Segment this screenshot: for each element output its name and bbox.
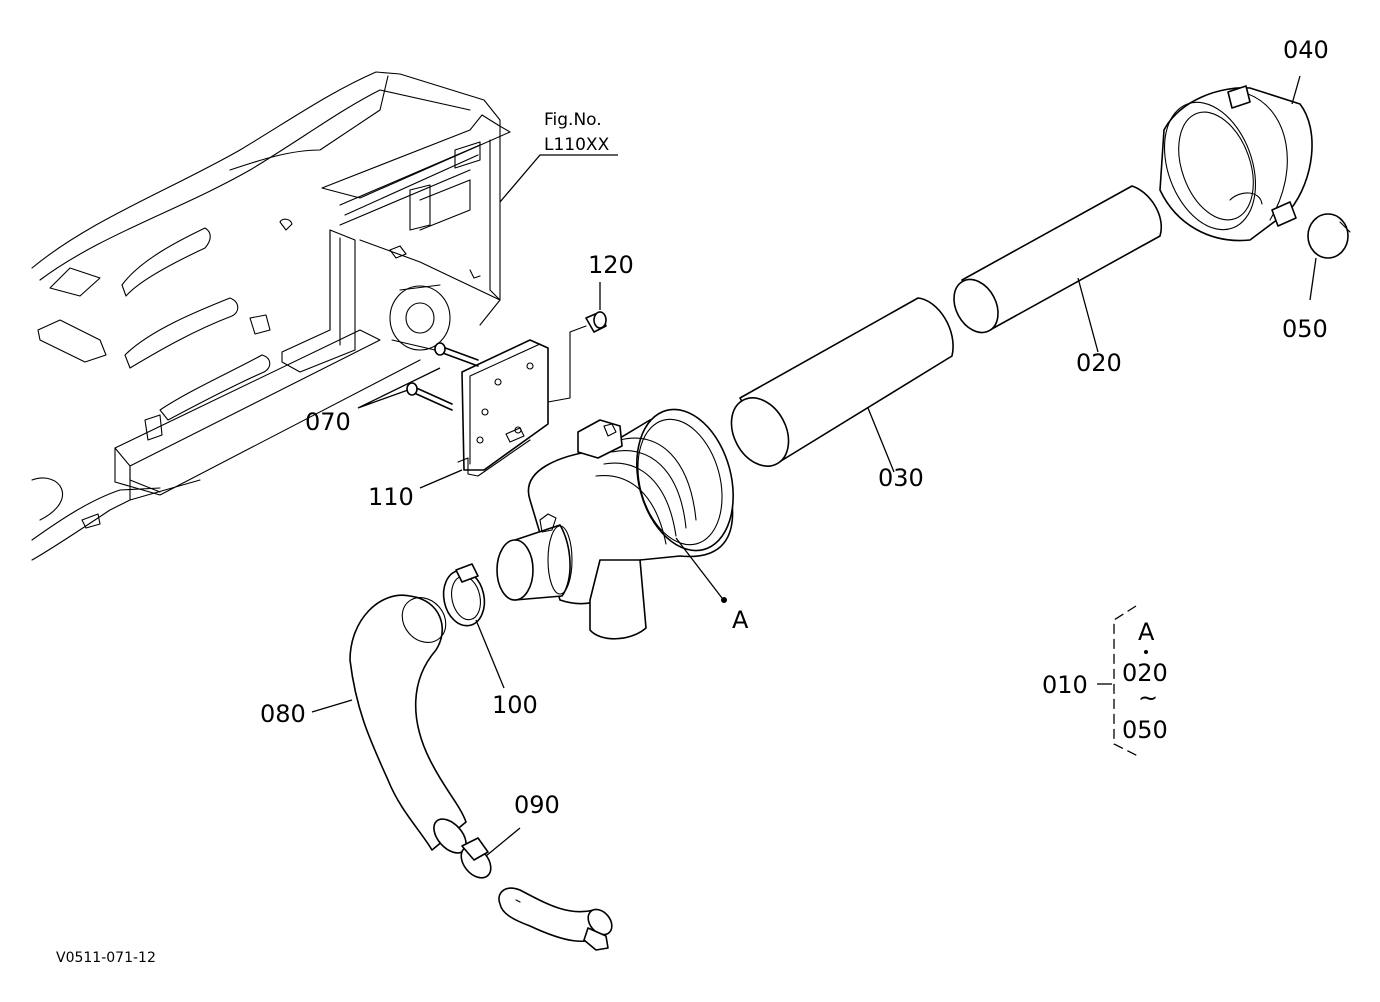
chassis-frame	[31, 71, 511, 561]
valve-050	[1307, 213, 1351, 301]
assembly-from: 020	[1122, 659, 1168, 687]
assembly-tilde: ~	[1138, 684, 1158, 712]
element-030	[730, 297, 954, 473]
diagram-code: V0511-071-12	[56, 950, 156, 966]
label-030: 030	[878, 464, 924, 492]
assembly-to: 050	[1122, 716, 1168, 744]
assembly-item: 010	[1042, 671, 1088, 699]
bolts-070	[406, 342, 479, 411]
label-040: 040	[1283, 36, 1329, 64]
label-120: 120	[588, 251, 634, 279]
label-110: 110	[368, 483, 414, 511]
label-100: 100	[492, 691, 538, 719]
element-020	[953, 185, 1163, 353]
clamp-100	[442, 563, 505, 689]
label-020: 020	[1076, 349, 1122, 377]
label-070: 070	[305, 408, 351, 436]
leader-lines	[311, 282, 601, 713]
mounting-bracket-110	[457, 339, 549, 477]
cover-040	[1159, 75, 1313, 242]
hose-080	[349, 594, 467, 854]
fitting-120	[547, 311, 607, 403]
fig-no-value: L110XX	[544, 135, 610, 155]
elbow-pipe	[498, 887, 613, 951]
assembly-note: 010 A 020 ~ 050	[1042, 605, 1168, 757]
air-cleaner-body	[496, 408, 734, 640]
label-090: 090	[514, 791, 560, 819]
label-050: 050	[1282, 315, 1328, 343]
figure-reference: Fig.No. L110XX	[499, 110, 618, 203]
part-labels: 040 050 020 030 120 070 110 A 100 080 09…	[260, 36, 1329, 819]
clamp-090	[460, 827, 521, 879]
fig-no-label: Fig.No.	[544, 110, 602, 130]
assembly-top: A	[1138, 618, 1155, 646]
label-080: 080	[260, 700, 306, 728]
label-a: A	[732, 606, 749, 634]
